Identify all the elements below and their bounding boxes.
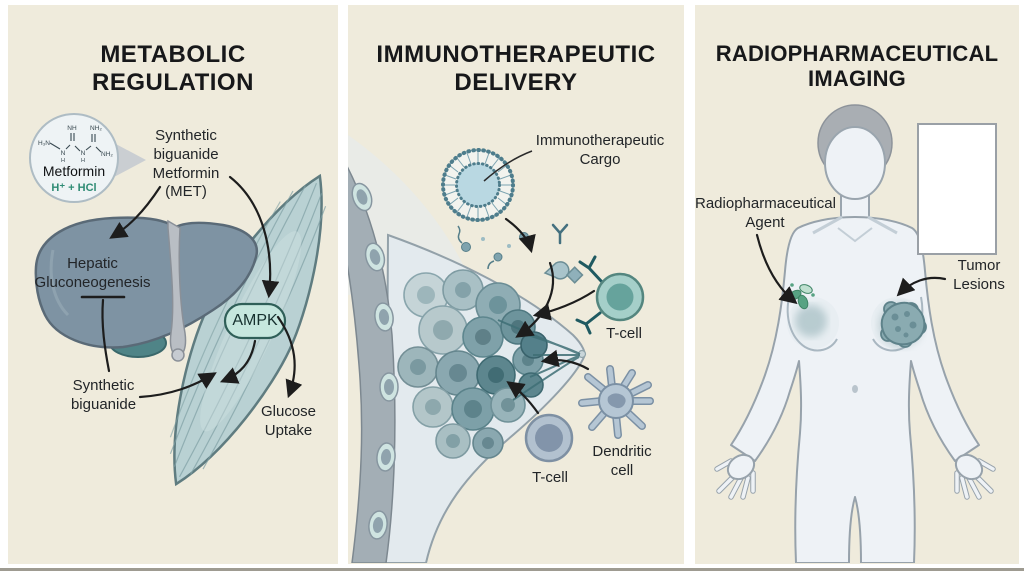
panel-immunotherapeutic-delivery: IMMUNOTHERAPEUTIC DELIVERY Immunotherape… (348, 5, 684, 564)
arrow-agent (755, 233, 798, 305)
arrow-biguanide-to-muscle (138, 372, 217, 399)
antibody-icon (551, 223, 569, 245)
arrow-tumor (896, 276, 947, 297)
arrow-ampk-to-muscle (219, 339, 257, 384)
met-label: Synthetic biguanide Metformin (MET) (152, 127, 220, 201)
panel1-title: METABOLIC REGULATION (92, 41, 254, 96)
cargo-label: Immunotherapeutic Cargo (535, 132, 665, 168)
panel2-title: IMMUNOTHERAPEUTIC DELIVERY (376, 41, 656, 96)
liver-illustration (34, 216, 259, 362)
panel3-title: RADIOPHARMACEUTICAL IMAGING (715, 41, 999, 92)
dendritic-cell-icon (578, 365, 654, 439)
tcell-bottom-label: T-cell (532, 469, 568, 486)
immunotherapy-illustration (348, 135, 654, 563)
liposome-icon (441, 148, 533, 222)
inhibition-line (101, 298, 111, 373)
tumor-lesion-icon (879, 301, 927, 348)
radiopharmaceutical-agent-label: Radiopharmaceutical Agent (695, 195, 836, 231)
arrows (504, 217, 596, 415)
arrow-to-glucose-uptake (276, 315, 303, 399)
arrow-met-to-ampk (228, 175, 280, 299)
arrow-met-to-liver (109, 185, 162, 239)
molecule-formula-label: H⁺ + HCl (51, 182, 97, 194)
atom-label: NH₂ (101, 151, 113, 158)
tumor-cell-cluster (397, 269, 548, 459)
hepatic-gluconeogenesis-label: Hepatic Gluconeogenesis (34, 255, 151, 291)
dendritic-cell-label: Dendritic cell (592, 443, 652, 479)
metformin-molecule-icon: H₃N NH NH₂ N H N H NH₂ (29, 113, 146, 203)
atom-label: H (81, 158, 85, 164)
arrow-dendritic-to-breast (540, 349, 590, 371)
tcell-bottom-icon (524, 413, 574, 463)
molecule-name-label: Metformin (42, 163, 106, 179)
tcell-top-label: T-cell (606, 325, 642, 342)
atom-label: H₃N (38, 140, 50, 147)
protein-fragment-icon (543, 261, 570, 280)
blood-vessel-icon (348, 166, 399, 563)
hand-right (954, 453, 996, 500)
atom-label: N (81, 150, 86, 157)
navel-icon (852, 385, 858, 393)
metformin-structure-icon (49, 133, 102, 153)
ampk-badge (223, 302, 287, 340)
bottom-border-line (0, 568, 1024, 571)
endothelial-cells (351, 182, 399, 540)
released-cargo-icons (457, 223, 584, 284)
atom-label: N (61, 150, 66, 157)
glucose-uptake-label: Glucose Uptake (260, 403, 317, 439)
arrow-tcell-to-breast (532, 289, 596, 321)
panel-metabolic-regulation: H₃N NH NH₂ N H N H NH₂ (8, 5, 338, 564)
pet-scan-inset (917, 123, 997, 255)
arrow-tcell2-to-breast (506, 381, 540, 415)
metabolic-illustration: H₃N NH NH₂ N H N H NH₂ (29, 113, 327, 487)
tumor-lesions-label: Tumor Lesions (953, 257, 1005, 293)
cargo-pointer-line (483, 150, 533, 182)
arrow-liposome-release (504, 217, 536, 254)
arrows (755, 233, 947, 305)
tcell-icon (575, 255, 645, 335)
panel-radiopharmaceutical-imaging: RADIOPHARMACEUTICAL IMAGING Radiopharmac… (695, 5, 1019, 564)
arrows (80, 175, 303, 399)
ampk-label: AMPK (232, 312, 278, 329)
atom-label: NH (67, 125, 77, 132)
face (824, 126, 886, 200)
atom-label: H (61, 158, 65, 164)
hand-left (714, 453, 756, 500)
atom-label: NH₂ (90, 125, 102, 132)
synthetic-biguanide-label: Synthetic biguanide (70, 377, 137, 413)
